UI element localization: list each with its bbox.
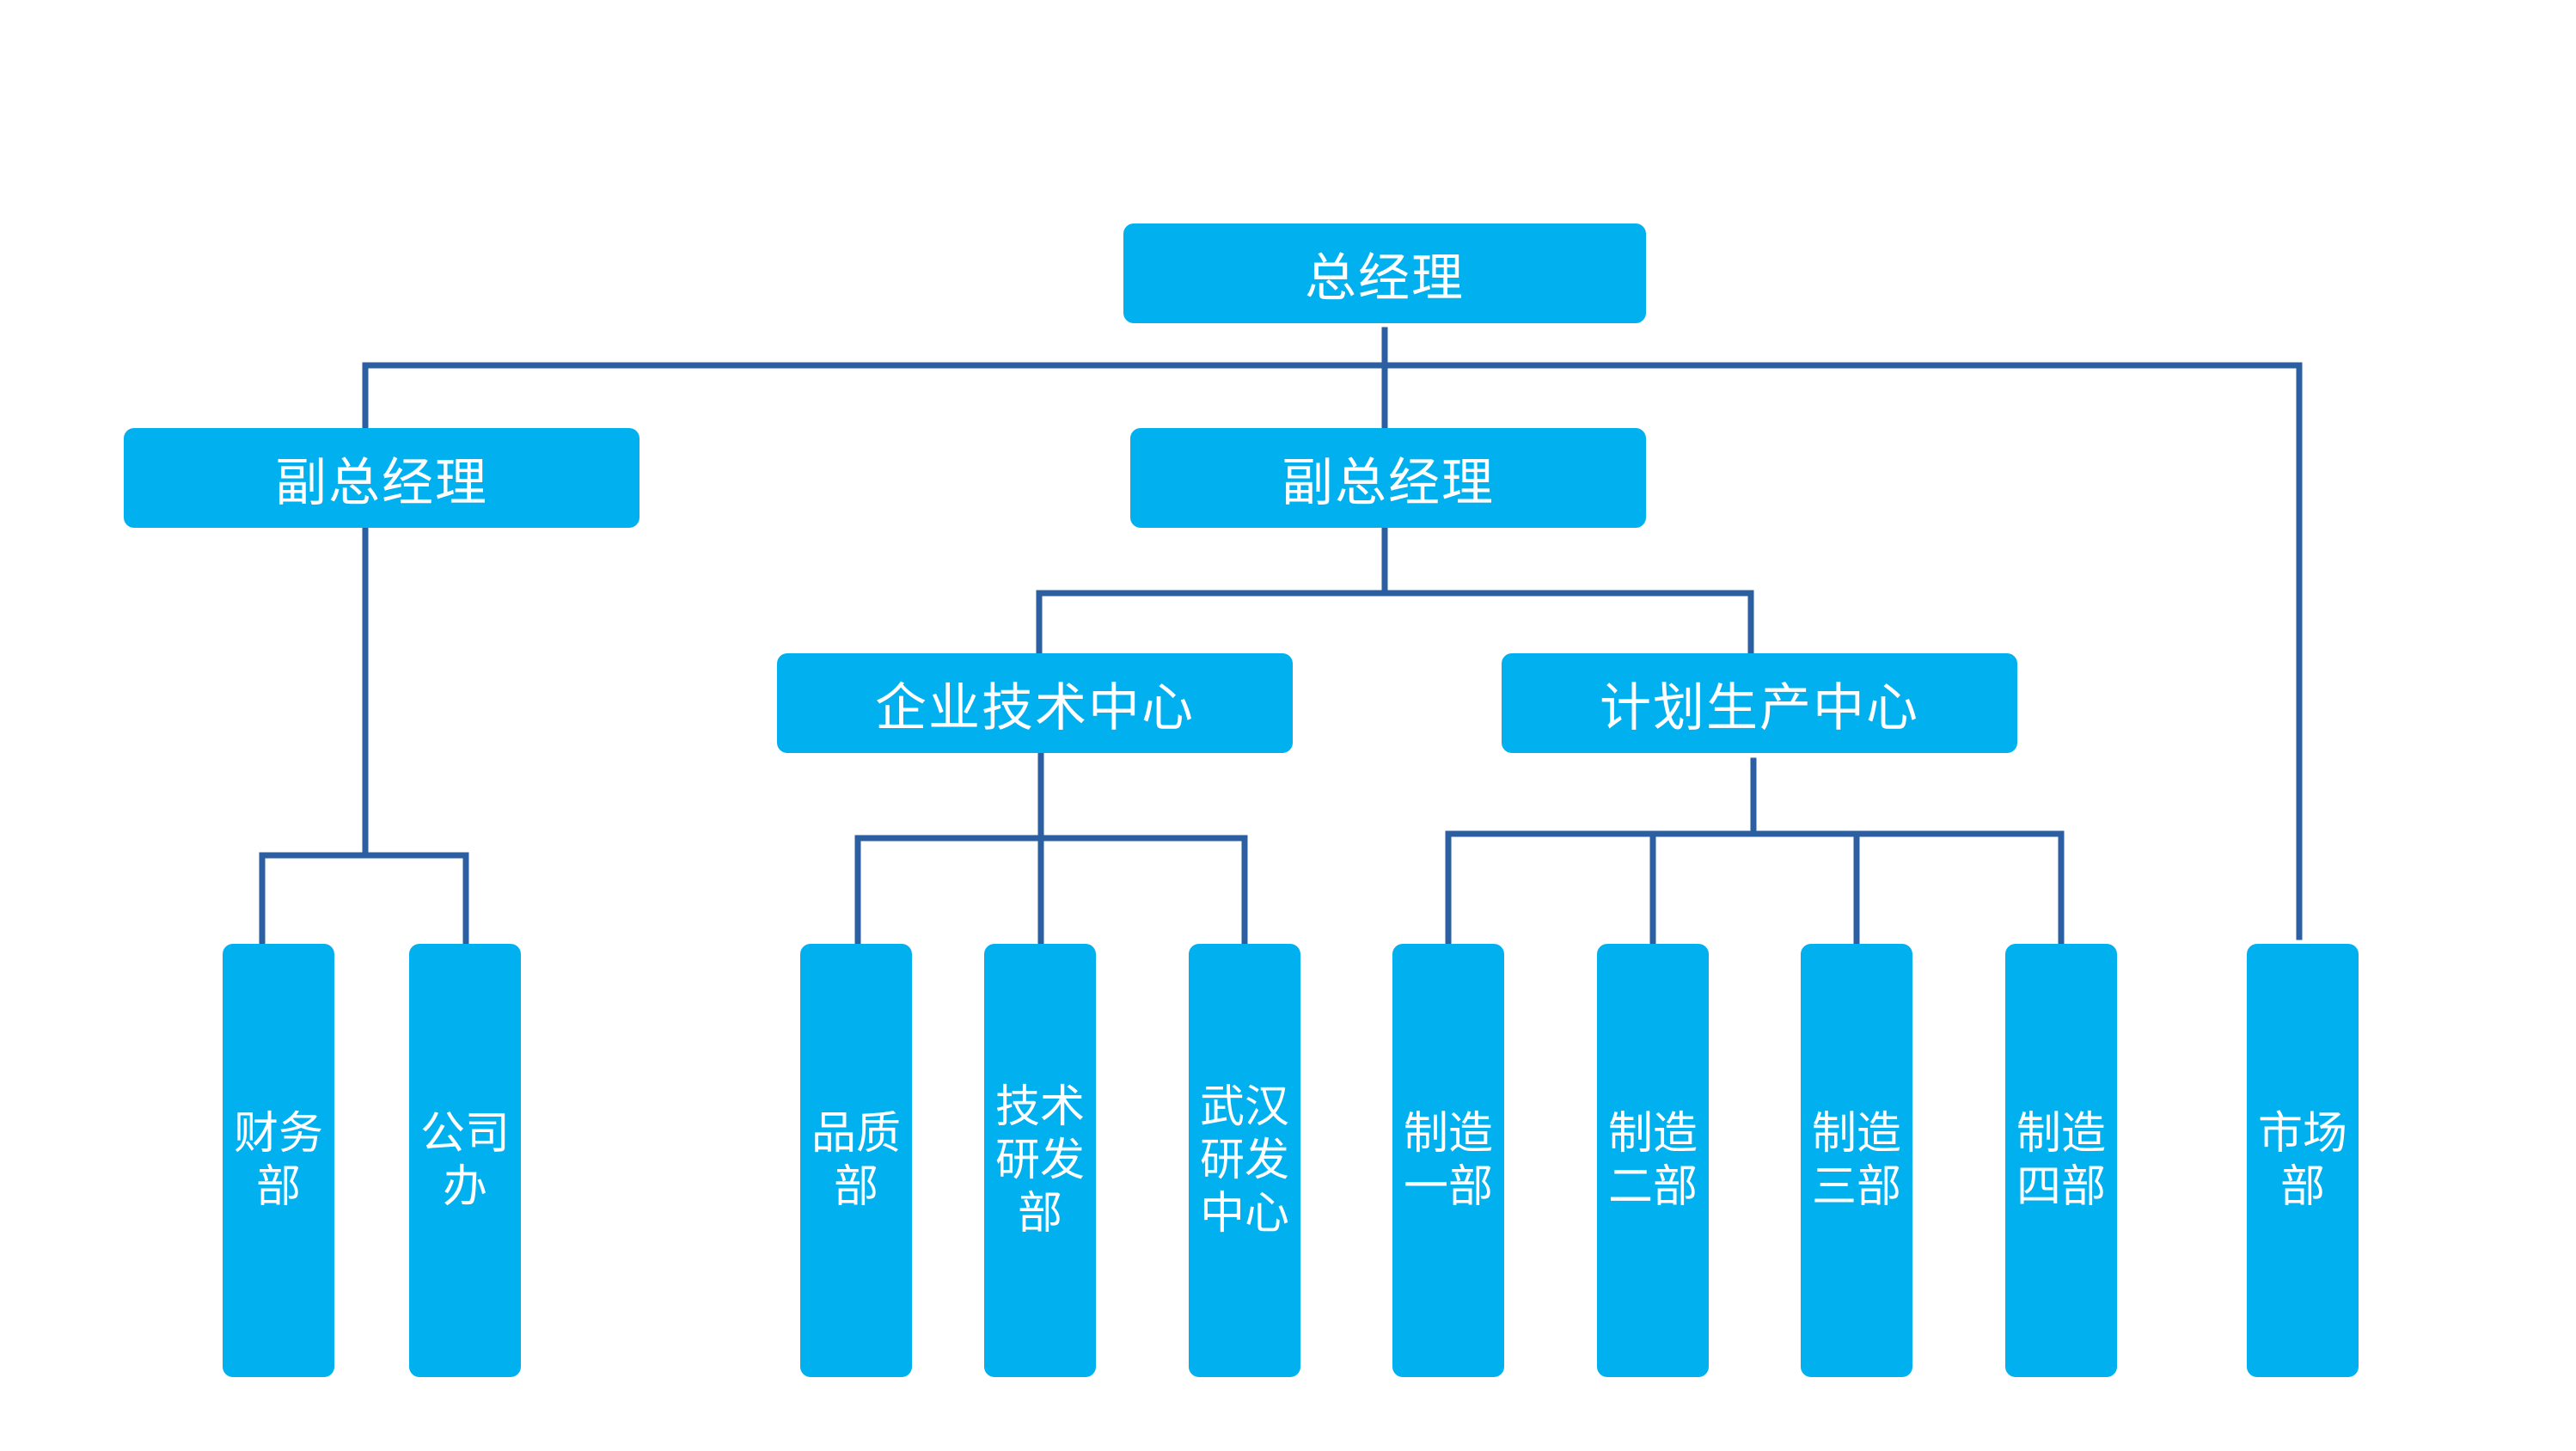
node-label: 制造一部	[1403, 1108, 1493, 1213]
node-label: 制造三部	[1811, 1108, 1901, 1213]
node-label: 武汉研发中心	[1199, 1081, 1289, 1240]
node-quality-dept: 品质部	[800, 944, 912, 1377]
node-label: 总经理	[1305, 248, 1465, 309]
node-label: 副总经理	[275, 452, 488, 513]
node-label: 副总经理	[1282, 452, 1495, 513]
node-label: 财务部	[233, 1108, 323, 1213]
node-mfg-dept-4: 制造四部	[2005, 944, 2117, 1377]
node-deputy-gm-center: 副总经理	[1130, 428, 1646, 528]
node-label: 品质部	[811, 1108, 901, 1213]
node-market-dept: 市场部	[2247, 944, 2359, 1377]
node-mfg-dept-2: 制造二部	[1597, 944, 1709, 1377]
node-label: 企业技术中心	[875, 677, 1195, 738]
node-label: 市场部	[2257, 1108, 2347, 1213]
node-label: 制造四部	[2016, 1108, 2106, 1213]
node-mfg-dept-3: 制造三部	[1801, 944, 1912, 1377]
node-label: 计划生产中心	[1600, 677, 1919, 738]
node-mfg-dept-1: 制造一部	[1392, 944, 1504, 1377]
node-company-office: 公司办	[409, 944, 521, 1377]
node-general-manager: 总经理	[1123, 223, 1646, 323]
node-tech-rd-dept: 技术研发部	[984, 944, 1096, 1377]
node-tech-center: 企业技术中心	[777, 653, 1293, 753]
node-finance-dept: 财务部	[223, 944, 334, 1377]
node-production-center: 计划生产中心	[1502, 653, 2017, 753]
node-label: 公司办	[419, 1108, 510, 1213]
node-deputy-gm-left: 副总经理	[124, 428, 639, 528]
node-wuhan-rd-center: 武汉研发中心	[1189, 944, 1300, 1377]
node-label: 技术研发部	[994, 1081, 1085, 1240]
node-label: 制造二部	[1607, 1108, 1698, 1213]
